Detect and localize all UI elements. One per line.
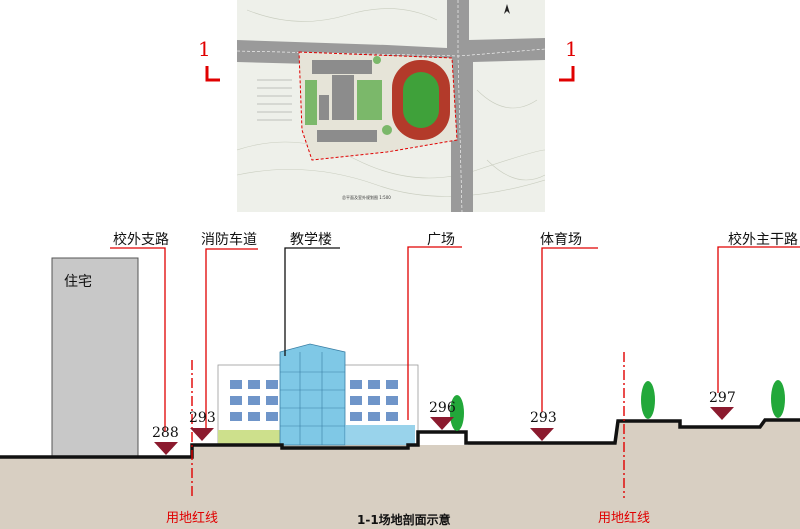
callout-fire-lane: 消防车道: [201, 232, 257, 248]
leader-sports-field: [541, 247, 598, 412]
boundary-label-west: 用地红线: [166, 511, 219, 526]
callout-branch-road: 校外支路: [113, 232, 169, 248]
leader-plaza: [407, 246, 462, 420]
leader-teaching-building: [284, 247, 340, 356]
boundary-label-east: 用地红线: [598, 511, 651, 526]
elevation-label-296: 296: [429, 400, 456, 416]
section-bracket-right: [559, 66, 575, 82]
tree-plaza: [450, 395, 464, 431]
elevation-marker-297: [710, 407, 734, 420]
callout-plaza: 广场: [427, 232, 455, 248]
section-mark-right: 1: [565, 37, 578, 61]
elevation-label-293-east: 293: [530, 410, 557, 426]
tree-east-2: [771, 380, 785, 418]
site-plan-map: 总平面及室外规划图 1:500: [237, 0, 545, 212]
section-mark-left: 1: [198, 37, 211, 61]
section-title: 1-1场地剖面示意: [357, 513, 451, 527]
elevation-marker-293-east: [530, 428, 554, 441]
elevation-marker-288: [154, 442, 178, 455]
elevation-label-297: 297: [709, 390, 736, 406]
tree-east-1: [641, 381, 655, 419]
callout-main-road: 校外主干路: [728, 232, 798, 248]
ground-fill: [0, 420, 800, 529]
residence-label: 住宅: [64, 274, 92, 290]
teaching-building-section: [217, 343, 419, 446]
callout-teaching-building: 教学楼: [290, 232, 332, 248]
leader-main-road: [717, 246, 800, 393]
callout-sports-field: 体育场: [540, 232, 582, 248]
section-bracket-left: [205, 66, 220, 82]
elevation-marker-293-west: [190, 428, 214, 441]
elevation-marker-296: [430, 417, 454, 430]
residence-building: [51, 257, 139, 459]
site-plan-drawing: [237, 0, 545, 212]
site-plan-caption: 总平面及室外规划图 1:500: [342, 195, 391, 200]
leader-fire-lane: [205, 248, 258, 430]
terrain-line: [0, 418, 800, 459]
leader-branch-road: [110, 247, 166, 432]
elevation-label-288: 288: [152, 425, 179, 441]
elevation-label-293-west: 293: [189, 410, 216, 426]
